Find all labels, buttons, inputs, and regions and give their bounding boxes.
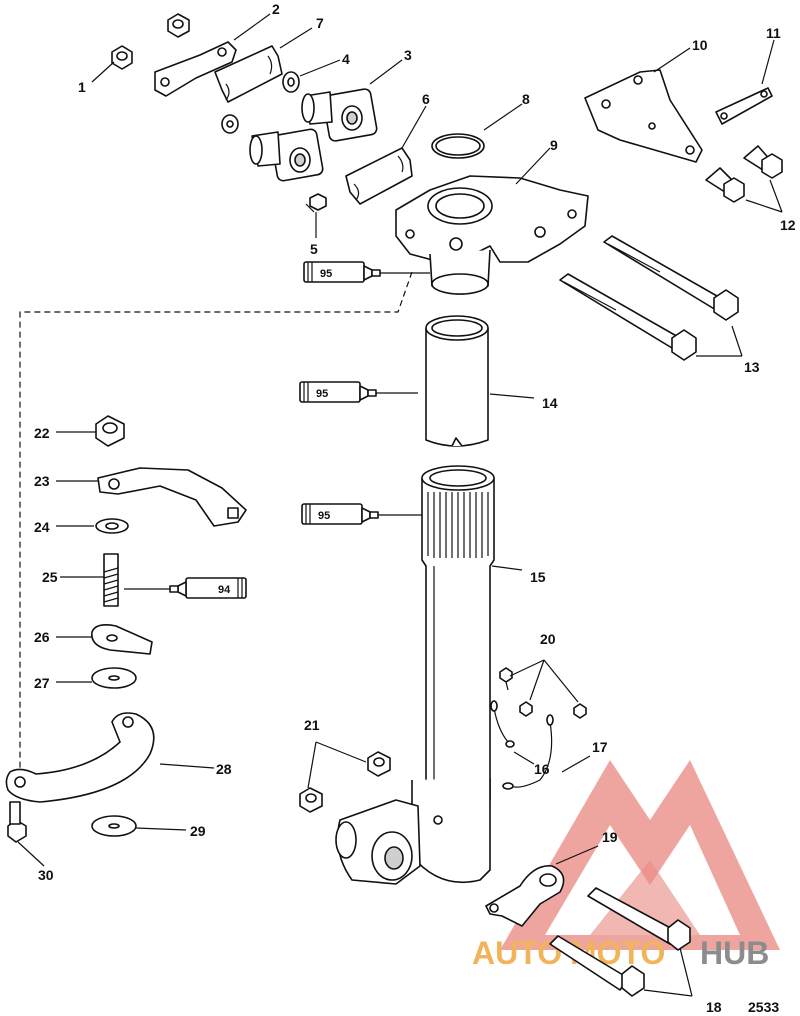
part-24-washer	[95, 518, 129, 534]
part-29-washer	[91, 815, 137, 837]
part-17-ground-wire	[502, 714, 554, 790]
part-14-bushing	[425, 315, 489, 447]
callout-21: 21	[304, 717, 320, 733]
watermark-logo	[500, 760, 780, 950]
part-21-nut-b	[299, 787, 323, 813]
callout-10: 10	[692, 37, 708, 53]
watermark-text-hub: HUB	[700, 935, 769, 971]
part-3-mount-right	[301, 88, 378, 142]
callout-23: 23	[34, 473, 50, 489]
callout-11: 11	[766, 25, 781, 41]
callout-24: 24	[34, 519, 50, 535]
assembly-path-dashed	[19, 271, 413, 770]
sealant-tube-95-lower: 95	[301, 503, 379, 525]
part-22-lock-nut	[95, 415, 125, 447]
callout-9: 9	[550, 137, 558, 153]
part-28-curved-arm	[5, 712, 155, 803]
callout-12: 12	[780, 217, 796, 233]
callout-4: 4	[342, 51, 350, 67]
callout-2: 2	[272, 1, 280, 17]
part-2-bracket	[154, 41, 237, 97]
callout-27: 27	[34, 675, 50, 691]
part-15-steering-shaft	[421, 465, 495, 801]
part-nut-top	[167, 13, 190, 38]
callout-numbers: 1 2 3 4 5 6 7 8 9 10 11 12 13 14 15 16 1…	[34, 1, 796, 1015]
callout-16: 16	[534, 761, 550, 777]
part-washer-left	[221, 114, 239, 134]
sealant-label: 94	[218, 584, 231, 596]
callout-5: 5	[310, 241, 318, 257]
callout-3: 3	[404, 47, 412, 63]
part-19-clamp	[485, 865, 565, 927]
leader-lines	[17, 13, 783, 997]
part-3-mount-left	[249, 128, 324, 182]
part-23-steering-arm	[97, 467, 247, 527]
figure-number: 2533	[748, 999, 779, 1015]
watermark-text-auto: AUTO	[472, 935, 562, 971]
callout-18: 18	[706, 999, 722, 1015]
stud-threads	[103, 567, 119, 603]
tube-crimp	[237, 578, 243, 598]
part-18-bolt-b	[549, 935, 645, 997]
callout-13: 13	[744, 359, 760, 375]
callout-14: 14	[542, 395, 558, 411]
part-20-screw-c	[573, 703, 587, 719]
part-9-swivel-housing	[395, 175, 589, 295]
part-21-nut-a	[367, 751, 391, 777]
part-12-bolt-a	[743, 145, 783, 179]
callout-26: 26	[34, 629, 50, 645]
part-6-clamp-half	[345, 147, 413, 205]
part-26-tab-washer	[91, 624, 153, 655]
part-15-yoke	[335, 778, 491, 885]
part-8-o-ring	[431, 133, 485, 159]
callout-6: 6	[422, 91, 430, 107]
tube-crimp	[303, 382, 309, 402]
sealant-tube-95-top: 95	[303, 261, 381, 283]
callout-28: 28	[216, 761, 232, 777]
callout-17: 17	[592, 739, 608, 755]
part-4-washer	[282, 71, 300, 93]
part-12-bolt-b	[705, 167, 745, 203]
callout-8: 8	[522, 91, 530, 107]
part-16-ground-strap	[490, 700, 515, 748]
part-5-screw	[305, 193, 327, 213]
part-10-bracket-plate	[584, 69, 703, 163]
callout-7: 7	[316, 15, 324, 31]
part-27-washer	[91, 667, 137, 689]
sealant-tube-94: 94	[169, 577, 247, 599]
callout-1: 1	[78, 79, 86, 95]
part-1-nut	[111, 45, 133, 70]
part-13-long-bolt-b	[559, 273, 697, 361]
sealant-tube-95-middle: 95	[299, 381, 377, 403]
part-20-screw-b	[519, 701, 533, 717]
sealant-label: 95	[318, 510, 330, 522]
shaft-splines	[427, 492, 489, 558]
part-20-screw-a	[499, 667, 513, 691]
part-13-long-bolt-a	[603, 235, 739, 321]
tube-crimp	[305, 504, 311, 524]
callout-22: 22	[34, 425, 50, 441]
callout-30: 30	[38, 867, 54, 883]
callout-15: 15	[530, 569, 546, 585]
sealant-label: 95	[316, 388, 328, 400]
sealant-label: 95	[320, 268, 332, 280]
callout-29: 29	[190, 823, 206, 839]
callout-19: 19	[602, 829, 618, 845]
part-25-stud	[103, 553, 119, 607]
watermark-text: AUTO MOTO HUB	[472, 935, 769, 971]
part-7-clamp-half	[214, 45, 283, 103]
tube-crimp	[307, 262, 313, 282]
part-18-bolt-a	[587, 887, 691, 951]
callout-20: 20	[540, 631, 556, 647]
callout-25: 25	[42, 569, 58, 585]
part-11-small-plate	[715, 87, 773, 125]
part-30-bolt	[7, 801, 27, 843]
